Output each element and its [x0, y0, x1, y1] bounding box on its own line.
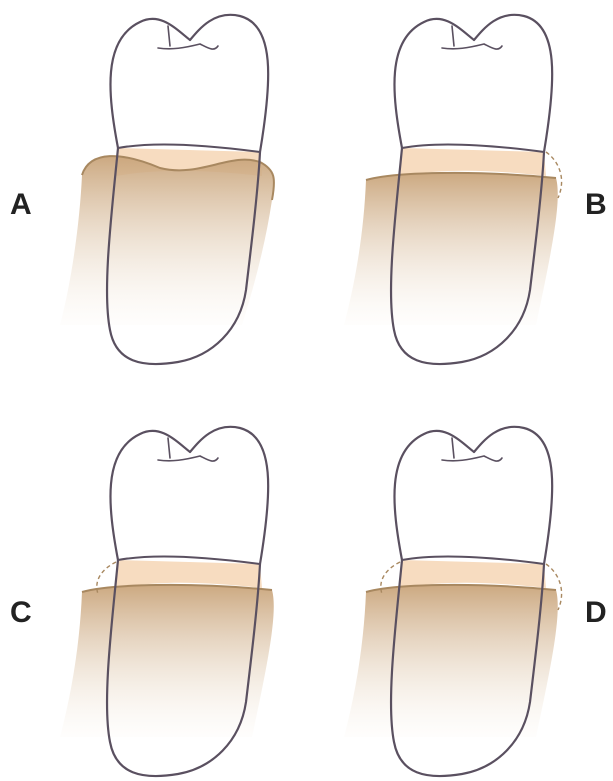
- panel-c-tooth: [60, 427, 274, 776]
- panel-a-tooth: [60, 15, 274, 364]
- gingiva: [344, 173, 558, 325]
- panel-d-tooth: [344, 427, 562, 776]
- gingiva: [60, 156, 274, 325]
- panel-label-a: A: [10, 190, 32, 220]
- tooth-crown: [394, 427, 552, 564]
- panel-label-b: B: [585, 190, 607, 220]
- panel-b-tooth: [344, 15, 562, 364]
- gingiva: [344, 585, 558, 737]
- tooth-crown: [394, 15, 552, 152]
- tooth-crown: [110, 15, 268, 152]
- panel-label-c: C: [10, 598, 32, 628]
- gingiva: [60, 585, 274, 737]
- tooth-crown: [110, 427, 268, 564]
- panel-label-d: D: [585, 598, 607, 628]
